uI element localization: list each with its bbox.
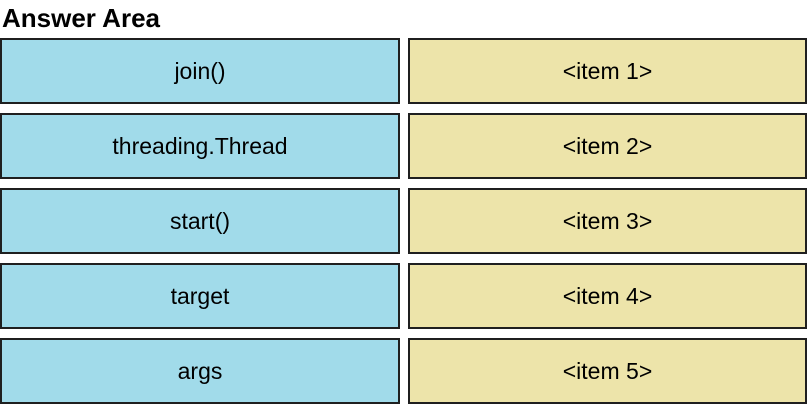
- match-grid: join() <item 1> threading.Thread <item 2…: [0, 38, 808, 404]
- drag-item[interactable]: start(): [0, 188, 400, 254]
- drop-target[interactable]: <item 1>: [408, 38, 807, 104]
- drop-target[interactable]: <item 4>: [408, 263, 807, 329]
- drag-item[interactable]: args: [0, 338, 400, 404]
- answer-area-title: Answer Area: [2, 3, 160, 33]
- drag-item[interactable]: join(): [0, 38, 400, 104]
- drop-target[interactable]: <item 5>: [408, 338, 807, 404]
- drag-item[interactable]: target: [0, 263, 400, 329]
- drag-item[interactable]: threading.Thread: [0, 113, 400, 179]
- drop-target[interactable]: <item 3>: [408, 188, 807, 254]
- drop-target[interactable]: <item 2>: [408, 113, 807, 179]
